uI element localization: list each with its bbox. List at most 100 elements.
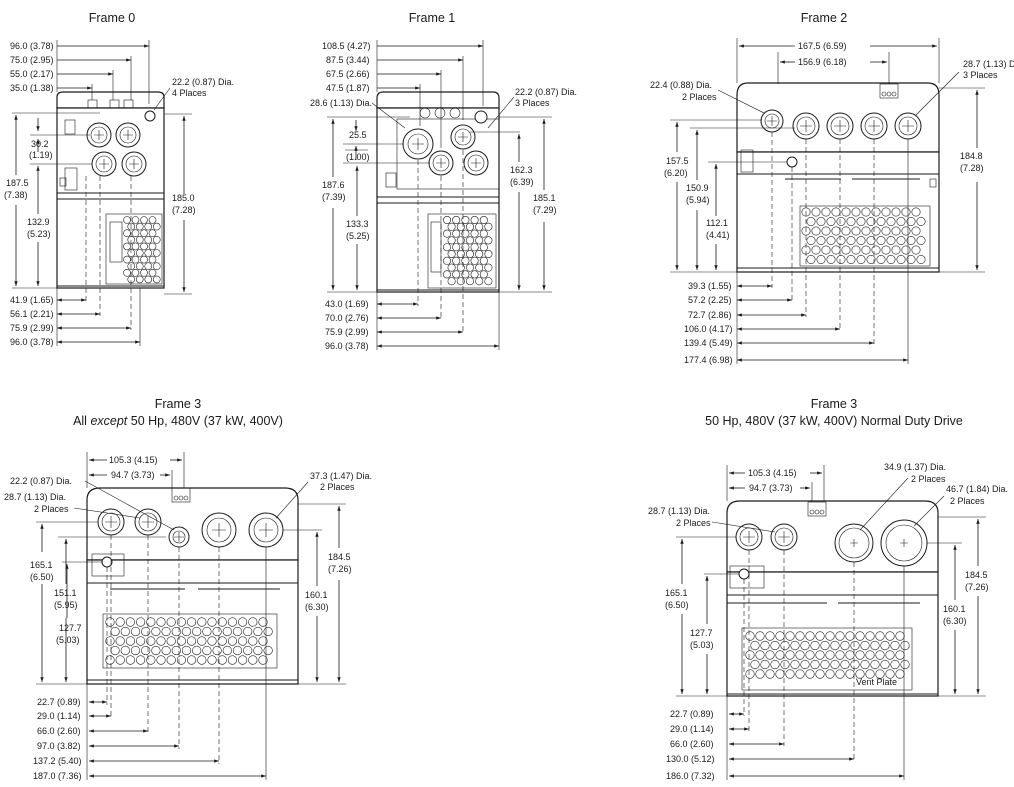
vent-hole	[780, 640, 790, 651]
vent-hole	[465, 236, 474, 245]
vent-hole	[222, 645, 232, 656]
frame-0-top-dim-2: 75.0 (2.95)	[10, 55, 54, 65]
vent-hole	[826, 255, 836, 265]
vent-hole	[465, 263, 474, 272]
frame-3a-bottom-dim-4: 97.0 (3.82)	[37, 741, 81, 751]
vent-hole	[891, 245, 901, 255]
vent-hole	[123, 229, 131, 237]
frame-3a-subtitle: All except 50 Hp, 480V (37 kW, 400V)	[73, 414, 283, 428]
vent-hole	[810, 659, 820, 670]
frame-3b-note-b-1: 34.9 (1.37) Dia.	[884, 462, 946, 472]
vent-hole	[452, 270, 461, 279]
frame-3a-left-overall-2: (6.50)	[30, 572, 54, 582]
vent-hole	[465, 277, 474, 286]
vent-hole	[166, 617, 176, 627]
vent-hole	[130, 645, 141, 656]
frame-0-bottom-dim-4: 96.0 (3.78)	[10, 337, 54, 347]
vent-hole	[876, 236, 886, 246]
vent-hole	[816, 236, 826, 246]
frame-0-bottom-dim-3: 75.9 (2.99)	[10, 323, 54, 333]
vent-hole	[815, 650, 825, 660]
frame-0-bottom-dimensions: 41.9 (1.65) 56.1 (2.21) 75.9 (2.99) 96.0…	[10, 176, 141, 347]
frame-2-drive-body	[736, 82, 940, 273]
vent-hole	[171, 626, 181, 637]
vent-hole	[135, 249, 144, 257]
vent-hole	[841, 245, 851, 255]
vent-hole	[152, 275, 161, 284]
frame-3a-right-overall-1: 184.5	[328, 552, 351, 562]
frame-1: Frame 1	[310, 11, 577, 351]
frame-3b-vent-holes	[745, 631, 910, 679]
vent-hole	[187, 617, 197, 627]
frame-1-left-small-1: 25.5	[349, 130, 367, 140]
vent-hole	[780, 659, 790, 670]
vent-hole	[110, 626, 120, 637]
vent-hole	[906, 255, 916, 265]
frame-3b-note-a-1: 28.7 (1.13) Dia.	[648, 506, 710, 516]
frame-0-right-overall-1: 185.0	[172, 193, 195, 203]
frame-3b-left-inner-2: (5.03)	[690, 640, 714, 650]
frame-1-bottom-dim-1: 43.0 (1.69)	[325, 299, 369, 309]
frame-3a-top-dimensions: 105.3 (4.15) 94.7 (3.73) 22.2 (0.87) Dia…	[4, 452, 372, 531]
vent-hole	[865, 631, 875, 641]
vent-hole	[115, 617, 125, 627]
vent-hole	[855, 669, 865, 679]
vent-hole	[243, 626, 253, 637]
vent-hole	[479, 256, 488, 265]
vent-hole	[901, 245, 911, 255]
frame-1-bottom-dim-4: 96.0 (3.78)	[325, 341, 369, 351]
vent-hole	[901, 207, 911, 217]
vent-hole	[906, 236, 916, 246]
vent-hole	[181, 645, 192, 656]
frame-3b-bottom-dimensions: 22.7 (0.89) 29.0 (1.14) 66.0 (2.60) 130.…	[666, 550, 905, 781]
vent-hole	[865, 669, 875, 679]
vent-hole	[885, 631, 895, 641]
vent-hole	[146, 617, 156, 627]
vent-hole	[217, 636, 227, 646]
vent-hole	[125, 617, 135, 627]
vent-hole	[805, 631, 815, 641]
vent-hole	[465, 250, 474, 259]
vent-hole	[484, 263, 493, 272]
frame-1-right-overall-1: 185.1	[533, 193, 556, 203]
frame-1-right-inner-2: (6.39)	[510, 177, 534, 187]
frame-0-left-overall-1: 187.5	[6, 178, 29, 188]
vent-hole	[851, 207, 861, 217]
frame-3b-note-a-2: 2 Places	[676, 518, 711, 528]
vent-hole	[886, 217, 896, 227]
vent-hole	[248, 655, 258, 665]
frame-3a-bottom-dimensions: 22.7 (0.89) 29.0 (1.14) 66.0 (2.60) 97.0…	[33, 535, 267, 781]
vent-hole	[815, 631, 825, 641]
frame-0-top-dim-3: 55.0 (2.17)	[10, 69, 54, 79]
vent-hole	[770, 659, 780, 670]
frame-3b-vent-label: Vent Plate	[856, 677, 897, 687]
vent-hole	[890, 659, 900, 670]
vent-hole	[880, 640, 890, 651]
vent-hole	[811, 226, 821, 236]
frame-2-top-dim-2: 156.9 (6.18)	[798, 57, 847, 67]
vent-hole	[871, 245, 881, 255]
vent-hole	[135, 275, 144, 284]
vent-hole	[861, 226, 871, 236]
vent-hole	[765, 669, 775, 679]
vent-hole	[805, 669, 815, 679]
vent-hole	[851, 245, 861, 255]
frame-1-top-dimensions: 108.5 (4.27) 87.5 (3.44) 67.5 (2.66) 47.…	[310, 40, 577, 148]
frame-3b-left-overall-2: (6.50)	[665, 600, 689, 610]
vent-hole	[171, 645, 181, 656]
vent-hole	[461, 243, 470, 252]
vent-hole	[816, 217, 826, 227]
frame-0-drive-body	[56, 91, 165, 289]
frame-3b-bottom-dim-1: 22.7 (0.89)	[670, 709, 714, 719]
frame-2-top-dimensions: 167.5 (6.59) 156.9 (6.18) 22.4 (0.88) Di…	[650, 38, 1014, 117]
vent-hole	[484, 277, 493, 286]
vent-hole	[470, 256, 479, 265]
vent-hole	[830, 640, 840, 651]
vent-hole	[836, 255, 846, 265]
vent-hole	[775, 631, 785, 641]
frame-2-top-dim-1: 167.5 (6.59)	[798, 41, 847, 51]
vent-hole	[785, 631, 795, 641]
vent-hole	[806, 217, 816, 227]
frame-3b-right-inner-1: 160.1	[943, 604, 966, 614]
